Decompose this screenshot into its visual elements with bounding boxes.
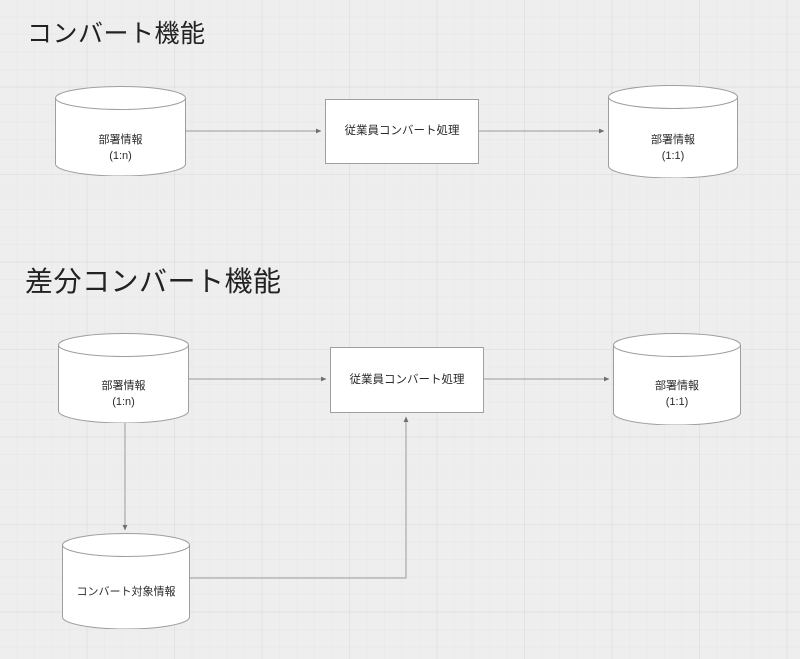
cylinder-shape-icon: [55, 86, 186, 176]
node-s2-target-db[interactable]: 部署情報 (1:1): [613, 333, 741, 425]
node-s1-source-db-label-cardinality: (1:n): [109, 150, 132, 162]
node-s1-target-db[interactable]: 部署情報 (1:1): [608, 85, 738, 178]
cylinder-shape-icon: [613, 333, 741, 425]
node-s2-process-label: 従業員コンバート処理: [349, 373, 465, 386]
node-s2-source-db-label-cardinality: (1:n): [112, 396, 135, 408]
node-s1-process[interactable]: 従業員コンバート処理: [325, 99, 479, 164]
node-s2-target-db-label-cardinality: (1:1): [665, 396, 689, 408]
cylinder-shape-icon: [58, 333, 189, 423]
node-s2-scope-db[interactable]: コンバート対象情報: [62, 533, 190, 629]
edge-s2-scope-to-process: [190, 416, 409, 579]
cylinder-shape-icon: [608, 85, 738, 178]
node-s2-target-db-label-primary: 部署情報: [655, 380, 699, 392]
section-title-convert: コンバート機能: [27, 20, 206, 48]
node-s2-source-db[interactable]: 部署情報 (1:n): [58, 333, 189, 423]
node-s2-process[interactable]: 従業員コンバート処理: [330, 347, 484, 413]
node-s1-process-label: 従業員コンバート処理: [344, 125, 460, 137]
cylinder-shape-icon: [62, 533, 190, 629]
node-s1-target-db-label-cardinality: (1:1): [661, 150, 685, 162]
node-s1-target-db-label-primary: 部署情報: [651, 134, 695, 146]
node-s1-source-db-label-primary: 部署情報: [98, 134, 143, 146]
node-s2-scope-db-label-primary: コンバート対象情報: [76, 586, 176, 598]
node-s2-source-db-label-primary: 部署情報: [101, 380, 146, 392]
node-s1-source-db[interactable]: 部署情報 (1:n): [55, 86, 186, 176]
section-title-diff-convert: 差分コンバート機能: [25, 266, 282, 297]
